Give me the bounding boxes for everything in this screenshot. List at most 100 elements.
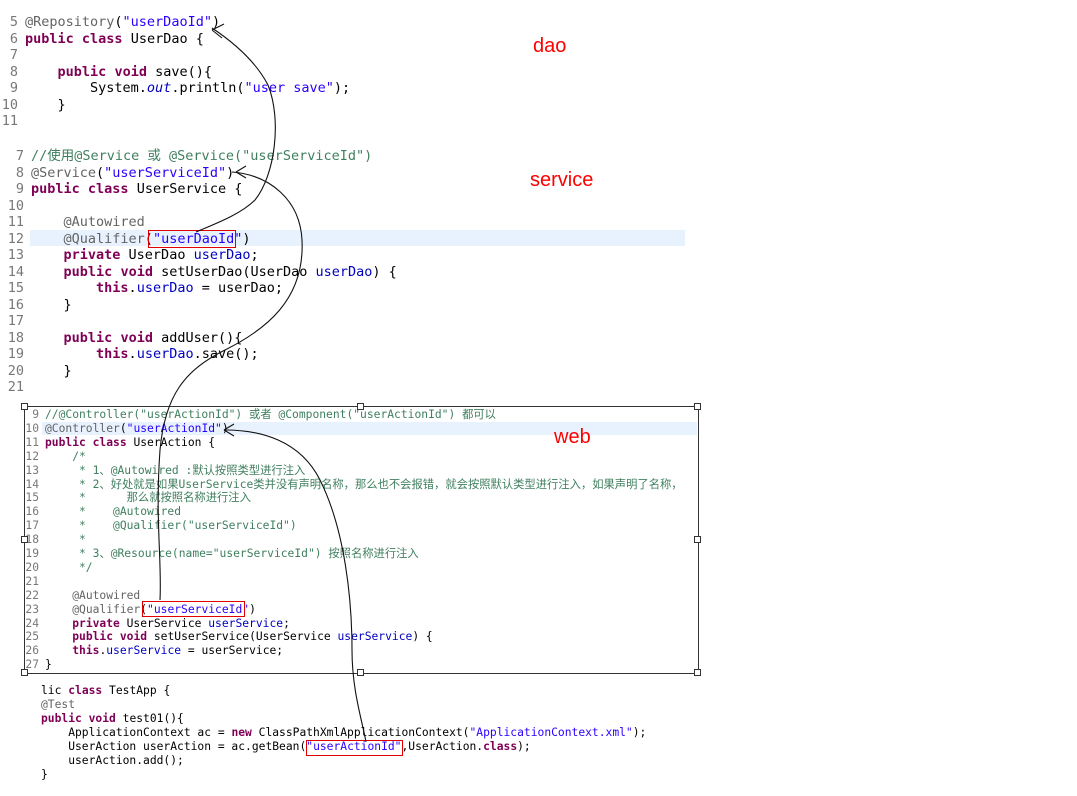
code-line: 14 * 2、好处就是如果UserService类并没有声明名称，那么也不会报错… <box>25 477 683 492</box>
code-text: * 1、@Autowired :默认按照类型进行注入 <box>45 463 306 477</box>
code-text: this.userService = userService; <box>72 644 284 658</box>
code-line: 16 } <box>0 297 72 314</box>
code-text: * 2、好处就是如果UserService类并没有声明名称，那么也不会报错，就会… <box>45 477 683 491</box>
code-text: this.userDao = userDao; <box>96 280 283 296</box>
code-text: @Repository("userDaoId") <box>25 14 221 30</box>
code-text: //使用@Service 或 @Service("userServiceId") <box>31 148 373 164</box>
code-text: public void setUserService(UserService u… <box>72 630 433 644</box>
line-number: 16 <box>7 296 24 313</box>
line-number: 19 <box>7 346 24 362</box>
code-line: 7 //使用@Service 或 @Service("userServiceId"… <box>0 148 372 165</box>
code-text: } <box>45 658 52 672</box>
line-number: 12 <box>25 449 39 463</box>
label-service: service <box>530 169 594 191</box>
code-text: public class UserDao { <box>25 30 204 47</box>
line-number: 7 <box>15 148 24 164</box>
code-text: * @Autowired <box>45 505 182 519</box>
code-line: 17 <box>0 313 31 330</box>
code-text: /* <box>45 449 86 463</box>
arrow-dao-arrowhead <box>211 23 225 39</box>
line-number: 5 <box>9 14 18 30</box>
code-line: ApplicationContext ac = new ClassPathXml… <box>25 726 646 740</box>
code-text: * <box>45 533 86 547</box>
line-number: 17 <box>25 519 39 533</box>
line-number: 8 <box>15 164 24 181</box>
resize-handle-middle-right[interactable] <box>694 536 701 543</box>
line-number: 6 <box>9 30 18 47</box>
code-line: 24 private UserService userService; <box>25 617 290 631</box>
code-text: ApplicationContext ac = new ClassPathXml… <box>41 726 647 739</box>
code-line: 15 this.userDao = userDao; <box>0 280 283 297</box>
resize-handle-top-left[interactable] <box>21 403 28 410</box>
code-text: } <box>31 296 72 313</box>
line-number: 9 <box>15 181 24 197</box>
code-text: */ <box>45 560 93 574</box>
resize-handle-top-center[interactable] <box>357 403 364 410</box>
code-text: } <box>25 96 66 113</box>
code-text: @Autowired <box>72 588 141 602</box>
code-line: 8 @Service("userServiceId") <box>0 165 234 182</box>
code-text: public class UserService { <box>31 181 243 197</box>
code-line: 21 <box>25 575 45 589</box>
line-number: 27 <box>25 658 39 672</box>
line-number: 14 <box>7 263 24 280</box>
arrow-dao-to-qualifier <box>195 27 276 233</box>
resize-handle-bottom-right[interactable] <box>694 669 701 676</box>
code-line: 12 /* <box>25 449 86 464</box>
line-number: 21 <box>7 379 24 395</box>
code-text: public void save(){ <box>57 63 212 80</box>
line-number: 15 <box>25 491 39 505</box>
line-number: 8 <box>9 63 18 80</box>
code-text: * 那么就按照名称进行注入 <box>45 491 251 505</box>
arrow-service-arrowhead <box>235 165 247 179</box>
code-text: System.out.println("user save"); <box>25 80 351 96</box>
code-line: 20 } <box>0 363 72 380</box>
code-line: 20 */ <box>25 560 93 575</box>
code-line: 10 <box>0 198 31 215</box>
useractionid-highlight-box <box>306 740 403 756</box>
userserviceid-highlight-box <box>142 601 245 617</box>
code-text: @Autowired <box>63 214 145 230</box>
code-text: UserAction userAction = ac.getBean("user… <box>41 740 531 753</box>
code-text: private UserDao userDao; <box>63 247 259 263</box>
line-number: 22 <box>25 588 39 602</box>
resize-handle-top-right[interactable] <box>694 403 701 410</box>
code-line: 14 public void setUserDao(UserDao userDa… <box>0 264 397 281</box>
resize-handle-bottom-left[interactable] <box>21 669 28 676</box>
code-line: UserAction userAction = ac.getBean("user… <box>25 740 531 754</box>
line-number: 13 <box>7 247 24 263</box>
line-number: 10 <box>25 421 39 435</box>
line-number: 13 <box>25 463 39 477</box>
code-line: 13 * 1、@Autowired :默认按照类型进行注入 <box>25 464 305 478</box>
code-line: 10@Controller("userActionId") <box>25 421 228 436</box>
line-number: 10 <box>1 96 18 113</box>
arrow-service-to-qualifier <box>157 171 303 601</box>
resize-handle-bottom-center[interactable] <box>357 669 364 676</box>
code-line: 11 <box>0 113 25 130</box>
code-line: 19 * 3、@Resource(name="userServiceId") 按… <box>25 547 418 561</box>
line-number: 19 <box>25 547 39 560</box>
arrow-web-arrowhead <box>223 423 235 437</box>
code-line: 9 public class UserService { <box>0 181 243 198</box>
line-number: 11 <box>1 113 18 129</box>
line-number: 20 <box>7 362 24 379</box>
line-number: 26 <box>25 644 39 658</box>
line-number: 7 <box>9 47 18 63</box>
code-line: 10 } <box>0 97 66 114</box>
line-number: 10 <box>7 197 24 214</box>
code-line: 21 <box>0 379 31 396</box>
code-line: 9 System.out.println("user save"); <box>0 80 350 97</box>
line-number: 17 <box>7 313 24 329</box>
resize-handle-middle-left[interactable] <box>21 536 28 543</box>
code-line: lic class TestApp { <box>25 684 170 698</box>
current-line-highlight-web <box>42 422 697 435</box>
current-line-highlight-service <box>30 230 685 246</box>
code-text: public void test01(){ <box>41 712 184 725</box>
line-number: 11 <box>7 214 24 230</box>
line-number: 9 <box>32 408 39 421</box>
code-text: @Service("userServiceId") <box>31 164 235 181</box>
line-number: 20 <box>25 560 39 574</box>
line-number: 18 <box>7 329 24 346</box>
